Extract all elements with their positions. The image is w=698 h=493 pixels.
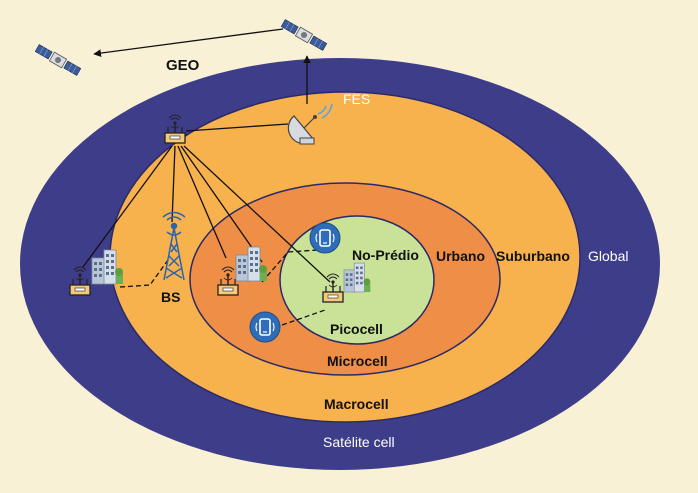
geo-label: GEO [166, 57, 200, 74]
geo-link-arrow [93, 28, 284, 57]
smartphone-icon [249, 311, 281, 343]
urbano-label: Urbano [436, 248, 485, 264]
microcell-label: Microcell [327, 353, 388, 369]
no-predio-label: No-Prédio [352, 247, 419, 263]
macrocell-label: Macrocell [324, 396, 389, 412]
smartphone-icon [309, 222, 341, 254]
satellite-cell-label: Satélite cell [323, 434, 395, 450]
backhaul-links [82, 123, 331, 283]
fes-label: FES [343, 91, 370, 107]
satellite-icon [280, 18, 328, 52]
wireless-links [119, 249, 326, 326]
cell-tower-icon [162, 211, 186, 281]
picocell-label: Picocell [330, 321, 383, 337]
satellite-dish-icon [287, 103, 333, 145]
global-label: Global [588, 248, 628, 264]
bs-label: BS [161, 289, 180, 305]
satellite-icon [34, 43, 82, 77]
suburbano-label: Suburbano [496, 248, 570, 264]
